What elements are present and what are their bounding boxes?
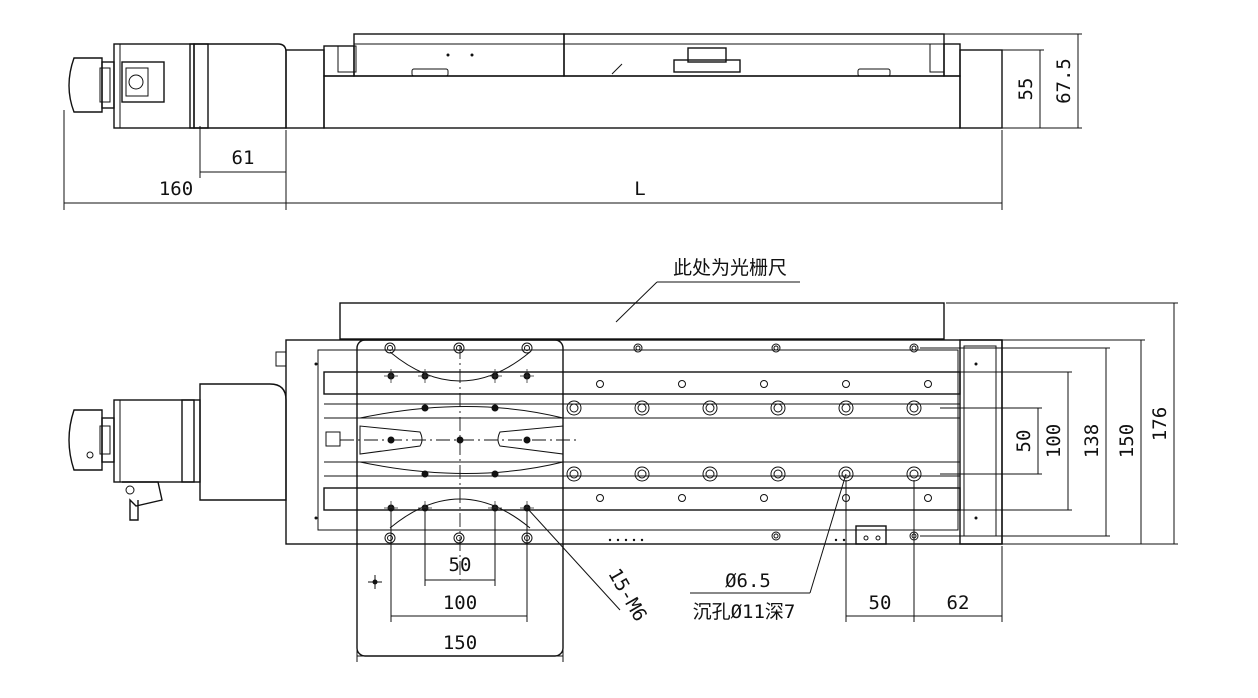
dim-height-150: 150 bbox=[1116, 424, 1138, 458]
note-grating-scale: 此处为光栅尺 bbox=[673, 257, 787, 279]
side-view: 61 160 L 55 67.5 bbox=[63, 33, 1082, 210]
dim-bottom-62: 62 bbox=[947, 592, 970, 614]
note-hole-diameter: Ø6.5 bbox=[725, 570, 771, 592]
grating-scale-strip bbox=[339, 302, 945, 340]
dim-height-50: 50 bbox=[1013, 430, 1035, 453]
side-base-body bbox=[323, 75, 961, 129]
dim-61: 61 bbox=[232, 147, 255, 169]
side-carriage bbox=[353, 33, 565, 77]
dim-bottom-50: 50 bbox=[869, 592, 892, 614]
dim-pitch-150: 150 bbox=[443, 632, 477, 654]
dim-length-L: L bbox=[634, 178, 645, 200]
dim-160: 160 bbox=[159, 178, 193, 200]
dim-height-100: 100 bbox=[1043, 424, 1065, 458]
dim-67-5: 67.5 bbox=[1053, 58, 1075, 104]
top-view: 此处为光栅尺 bbox=[68, 257, 1178, 662]
dim-pitch-50: 50 bbox=[449, 554, 472, 576]
dim-pitch-100: 100 bbox=[443, 592, 477, 614]
top-motor-knob bbox=[68, 409, 103, 471]
top-coupling-housing bbox=[199, 383, 287, 501]
dim-height-138: 138 bbox=[1081, 424, 1103, 458]
side-motor-knob bbox=[68, 57, 103, 113]
side-end-block bbox=[959, 49, 1003, 129]
side-knob-collar bbox=[101, 61, 115, 109]
dim-height-176: 176 bbox=[1149, 407, 1171, 441]
dim-55: 55 bbox=[1015, 78, 1037, 101]
side-motor-terminal bbox=[121, 61, 165, 103]
side-scale-cover bbox=[563, 33, 945, 77]
note-thread-15-m6: 15-M6 bbox=[603, 565, 651, 626]
note-counterbore: 沉孔Ø11深7 bbox=[693, 601, 796, 623]
